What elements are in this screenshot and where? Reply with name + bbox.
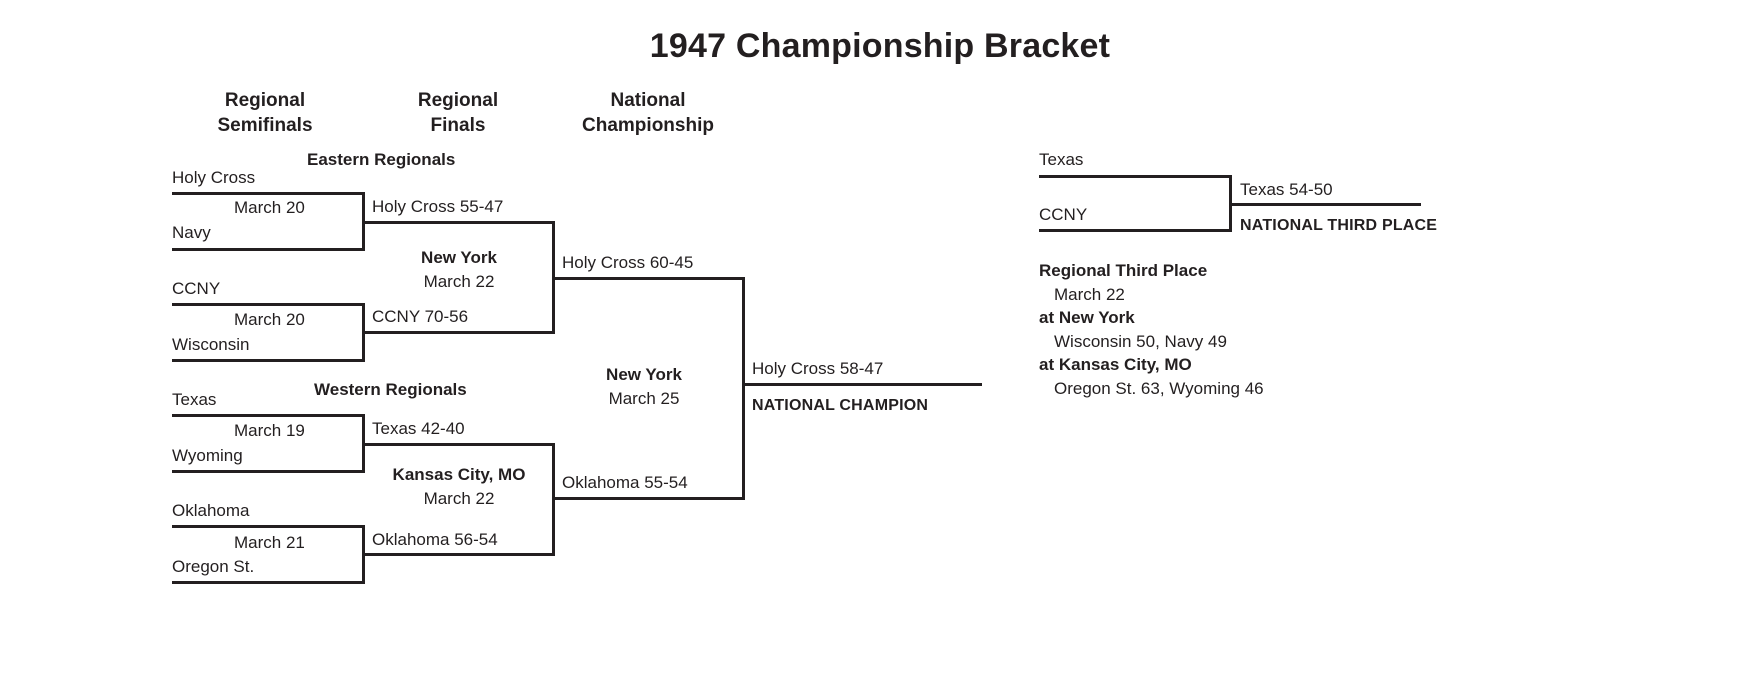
team-label-texas-west: Texas	[172, 390, 217, 409]
column-heading-regional-finals: Regional Finals	[368, 88, 548, 138]
column-heading-regional-semifinals: Regional Semifinals	[175, 88, 355, 138]
regional-third-place-result-1: Wisconsin 50, Navy 49	[1054, 331, 1227, 351]
match-site-championship: New York	[606, 365, 682, 384]
team-label-texas-third: Texas	[1039, 150, 1084, 169]
regional-third-place-heading: Regional Third Place	[1039, 261, 1208, 280]
match-result-east-final: Holy Cross 60-45	[562, 253, 694, 272]
bracket-line	[172, 414, 365, 417]
bracket-line	[172, 581, 365, 584]
region-heading-eastern: Eastern Regionals	[307, 150, 456, 169]
column-heading-national-championship: National Championship	[558, 88, 738, 138]
bracket-line	[172, 192, 365, 195]
national-champion-banner: NATIONAL CHAMPION	[752, 397, 929, 414]
regional-third-place-notes: Regional Third Place March 22 at New Yor…	[1039, 259, 1264, 400]
bracket-line	[552, 277, 745, 280]
bracket-line	[1039, 175, 1232, 178]
match-site-east-final: New York	[421, 248, 497, 267]
column-heading-line2: Championship	[582, 115, 714, 136]
page-title: 1947 Championship Bracket	[649, 27, 1111, 65]
match-result-west-semi-2: Oklahoma 56-54	[372, 530, 498, 549]
team-label-holy-cross: Holy Cross	[172, 168, 256, 187]
team-label-navy: Navy	[172, 223, 211, 242]
national-third-place-banner: NATIONAL THIRD PLACE	[1240, 217, 1438, 234]
bracket-line	[172, 359, 365, 362]
match-result-championship: Holy Cross 58-47	[752, 359, 884, 378]
bracket-line	[172, 525, 365, 528]
bracket-line	[362, 221, 555, 224]
team-label-oklahoma-west: Oklahoma	[172, 501, 250, 520]
bracket-line	[1039, 229, 1232, 232]
region-heading-western: Western Regionals	[314, 380, 467, 399]
team-label-wyoming: Wyoming	[172, 446, 243, 465]
column-heading-line1: National	[610, 90, 686, 111]
team-label-ccny-third: CCNY	[1039, 205, 1088, 224]
match-date-championship: March 25	[608, 389, 680, 408]
regional-third-place-site-1: at New York	[1039, 308, 1135, 327]
team-label-ccny-east: CCNY	[172, 279, 221, 298]
bracket-line	[172, 470, 365, 473]
column-heading-line2: Semifinals	[217, 115, 313, 136]
bracket-line	[362, 553, 555, 556]
match-result-east-semi-2: CCNY 70-56	[372, 307, 469, 326]
bracket-line	[172, 303, 365, 306]
bracket-line	[362, 443, 555, 446]
match-site-west-final: Kansas City, MO	[392, 465, 526, 484]
match-date-east-semi-1: March 20	[234, 198, 305, 217]
bracket-line	[742, 383, 982, 386]
regional-third-place-date: March 22	[1054, 284, 1125, 304]
column-heading-line1: Regional	[224, 90, 306, 111]
match-date-west-semi-2: March 21	[234, 533, 305, 552]
match-date-west-semi-1: March 19	[234, 421, 305, 440]
match-date-west-final: March 22	[423, 489, 495, 508]
match-result-third-place: Texas 54-50	[1240, 180, 1333, 199]
match-result-west-final: Oklahoma 55-54	[562, 473, 688, 492]
match-date-east-final: March 22	[423, 272, 495, 291]
team-label-oregon-st: Oregon St.	[172, 557, 255, 576]
bracket-line	[172, 248, 365, 251]
column-heading-line2: Finals	[430, 115, 486, 136]
match-result-east-semi-1: Holy Cross 55-47	[372, 197, 504, 216]
team-label-wisconsin: Wisconsin	[172, 335, 250, 354]
bracket-line	[362, 331, 555, 334]
match-result-west-semi-1: Texas 42-40	[372, 419, 465, 438]
bracket-line	[1229, 203, 1421, 206]
bracket-line	[552, 497, 745, 500]
bracket-line	[742, 277, 745, 500]
column-heading-line1: Regional	[417, 90, 499, 111]
regional-third-place-result-2: Oregon St. 63, Wyoming 46	[1054, 378, 1264, 398]
match-date-east-semi-2: March 20	[234, 310, 305, 329]
regional-third-place-site-2: at Kansas City, MO	[1039, 355, 1192, 374]
